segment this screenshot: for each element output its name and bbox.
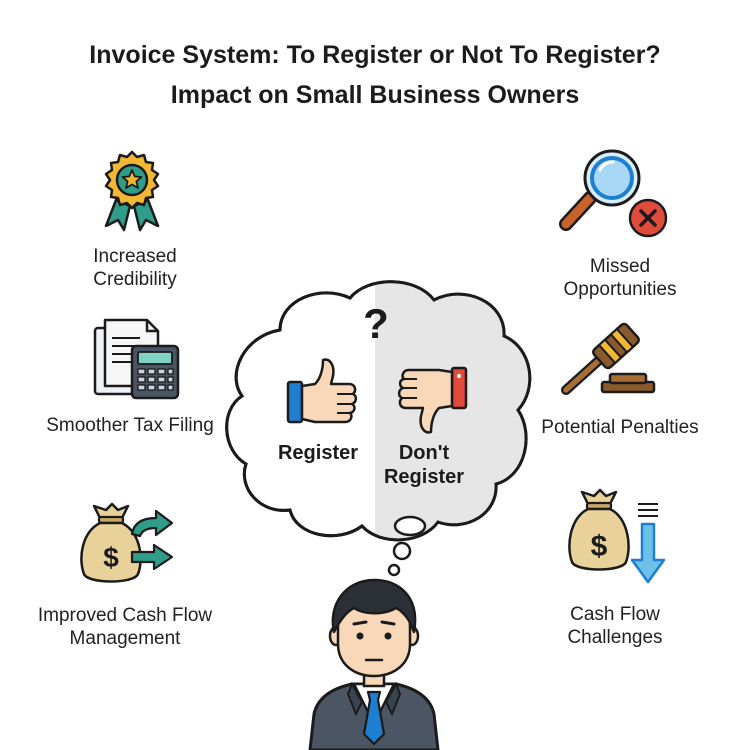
magnifier-x-icon <box>556 148 674 240</box>
svg-text:$: $ <box>591 530 608 563</box>
thumbs-up-icon <box>285 356 359 428</box>
label-missed-opportunities: Missed Opportunities <box>563 256 677 300</box>
svg-text:$: $ <box>103 542 119 573</box>
money-bag-arrows-icon: $ <box>76 500 176 590</box>
question-mark: ? <box>363 300 389 347</box>
page-title: Invoice System: To Register or Not To Re… <box>89 41 661 69</box>
option-dont-register: Don't Register <box>383 442 465 488</box>
thought-bubble <box>220 270 540 580</box>
label-cash-flow-challenges: Cash Flow Challenges <box>567 604 663 648</box>
documents-calculator-icon <box>92 316 184 400</box>
money-bag-down-arrow-icon: $ <box>562 486 674 586</box>
page-subtitle: Impact on Small Business Owners <box>170 81 580 109</box>
rosette-badge-icon <box>98 150 166 232</box>
gavel-icon <box>560 318 660 400</box>
thumbs-down-icon <box>395 364 469 436</box>
label-potential-penalties: Potential Penalties <box>541 417 699 438</box>
option-register: Register <box>277 442 359 464</box>
label-increased-credibility: Increased Credibility <box>93 246 177 290</box>
label-improved-cash-flow: Improved Cash Flow Management <box>37 605 213 649</box>
business-person-illustration <box>304 574 444 750</box>
label-smoother-tax-filing: Smoother Tax Filing <box>46 415 214 436</box>
